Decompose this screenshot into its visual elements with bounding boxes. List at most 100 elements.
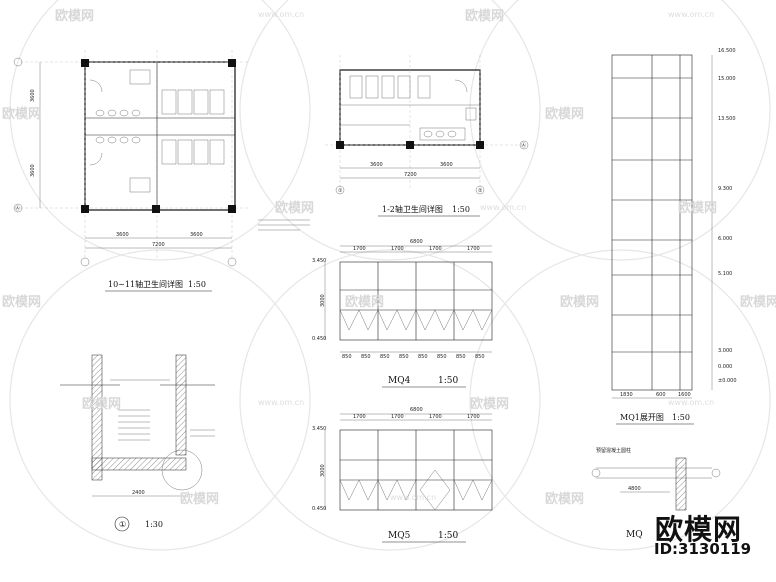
elev-label: ±0.000 [718, 378, 737, 384]
column [228, 59, 236, 67]
drawing-title: MQ1展开图 [620, 413, 664, 422]
elevation-mq5: 1700 1700 1700 1700 6800 3.450 0.450 300… [312, 407, 493, 543]
plan-10-11-toilet: 3600 3600 7200 3600 3600 Ⓐ 10~11轴卫生间详图 1… [13, 50, 310, 292]
elev-label: 9.300 [718, 186, 732, 192]
watermark-brand: 欧模网 [560, 294, 599, 310]
elev-label: 6.000 [718, 236, 732, 242]
dim-label: 7200 [152, 242, 165, 248]
watermark-site: www.om.cn [258, 10, 304, 19]
dim-label: 850 [475, 354, 485, 360]
dim-label: 3600 [190, 232, 203, 238]
dim-label: 3600 [370, 162, 383, 168]
dim-label: 3600 [30, 164, 36, 177]
elev-label: 0.450 [312, 336, 326, 342]
column [228, 205, 236, 213]
watermark-brand: 欧模网 [345, 294, 384, 310]
watermark-site: www.om.cn [390, 493, 436, 502]
dim-label: 850 [418, 354, 428, 360]
dim-label: 850 [342, 354, 352, 360]
watermark-brand: 欧模网 [2, 294, 41, 310]
dim-label: 1700 [353, 246, 366, 252]
elev-label: 16.500 [718, 48, 736, 54]
dim-label: 600 [656, 392, 666, 398]
column [152, 205, 160, 213]
detail-number: ① [119, 520, 126, 529]
watermark-brand: 欧模网 [740, 294, 776, 310]
watermark-brand: 欧模网 [82, 396, 121, 412]
dim-label: 850 [361, 354, 371, 360]
dim-label: 1830 [620, 392, 633, 398]
elev-label: 3.450 [312, 426, 326, 432]
watermark-brand: 欧模网 [55, 8, 94, 24]
dim-label: 3600 [440, 162, 453, 168]
dim-label: 1700 [467, 414, 480, 420]
elevation-mq1: 16.500 15.000 13.500 9.300 6.000 5.100 3… [611, 48, 737, 425]
elev-label: 3.000 [718, 348, 732, 354]
watermark-brand: 欧模网 [180, 491, 219, 507]
detail-section-1: 2400 ① 1:30 [60, 354, 215, 532]
dim-label: 1700 [429, 414, 442, 420]
dim-label: 1700 [353, 414, 366, 420]
dim-label: 7200 [404, 172, 417, 178]
elev-label: 0.000 [718, 364, 732, 370]
watermark-brand: 欧模网 [545, 106, 584, 122]
axis-label: ② [478, 188, 483, 194]
column [81, 59, 89, 67]
watermark-site: www.om.cn [668, 10, 714, 19]
column [81, 205, 89, 213]
axis-label: Ⓐ [521, 142, 526, 149]
dim-label: 1700 [467, 246, 480, 252]
elevation-mq4: 1700 1700 1700 1700 6800 850 850 850 850… [312, 239, 493, 388]
drawing-title: 1-2轴卫生间详图 [382, 204, 443, 214]
dim-label: 3000 [320, 464, 326, 477]
drawing-title: 10~11轴卫生间详图 [108, 279, 183, 289]
dim-label: 850 [380, 354, 390, 360]
watermark-brand: 欧模网 [678, 200, 717, 216]
axis-label: ① [338, 188, 343, 194]
watermark-brand: 欧模网 [2, 106, 41, 122]
dim-label: 4800 [628, 486, 641, 492]
brand-logo-text: 欧模网 [655, 513, 743, 546]
drawing-title: MQ4 [388, 376, 411, 386]
dim-label: 1700 [429, 246, 442, 252]
elev-label: 13.500 [718, 116, 736, 122]
watermarks: 欧模网 www.om.cn 欧模网 www.om.cn 欧模网 欧模网 欧模网 … [2, 8, 776, 507]
drawing-scale: 1:30 [145, 520, 163, 529]
watermark-brand: 欧模网 [470, 396, 509, 412]
dim-label: 850 [456, 354, 466, 360]
watermark-brand: 欧模网 [465, 8, 504, 24]
dim-label: 3600 [116, 232, 129, 238]
watermark-site: www.om.cn [668, 398, 714, 407]
dim-label: 2400 [132, 490, 145, 496]
watermark-circles [9, 0, 771, 551]
detail-label: 预留混凝土圆柱 [596, 447, 631, 454]
watermark-brand: 欧模网 [545, 491, 584, 507]
room-outline [84, 61, 236, 211]
dim-label: 1700 [391, 414, 404, 420]
elev-label: 3.450 [312, 258, 326, 264]
drawing-title: MQ [626, 530, 643, 540]
dim-label: 6800 [410, 239, 423, 245]
drawing-scale: 1:50 [672, 413, 690, 422]
watermark-site: www.om.cn [258, 398, 304, 407]
dim-label: 850 [437, 354, 447, 360]
dim-label: 1600 [678, 392, 691, 398]
dim-label: 850 [399, 354, 409, 360]
drawing-scale: 1:50 [188, 280, 206, 289]
elev-label: 15.000 [718, 76, 736, 82]
drawing-title: MQ5 [388, 531, 411, 541]
watermark-site: www.om.cn [480, 203, 526, 212]
brand-id: ID:3130119 [654, 540, 752, 558]
plan-1-2-toilet: 3600 3600 7200 ① ② Ⓐ 1-2轴卫生间详图 1:50 [325, 55, 529, 217]
drawing-scale: 1:50 [452, 205, 470, 214]
watermark-brand: 欧模网 [275, 200, 314, 216]
dim-label: 6800 [410, 407, 423, 413]
axis-label: Ⓐ [15, 205, 20, 212]
detail-column: 预留混凝土圆柱 4800 MQ [591, 447, 721, 540]
dim-label: 3000 [320, 294, 326, 307]
drawing-scale: 1:50 [438, 376, 458, 386]
dim-label: 3600 [30, 89, 36, 102]
drawing-scale: 1:50 [438, 531, 458, 541]
dim-label: 1700 [391, 246, 404, 252]
